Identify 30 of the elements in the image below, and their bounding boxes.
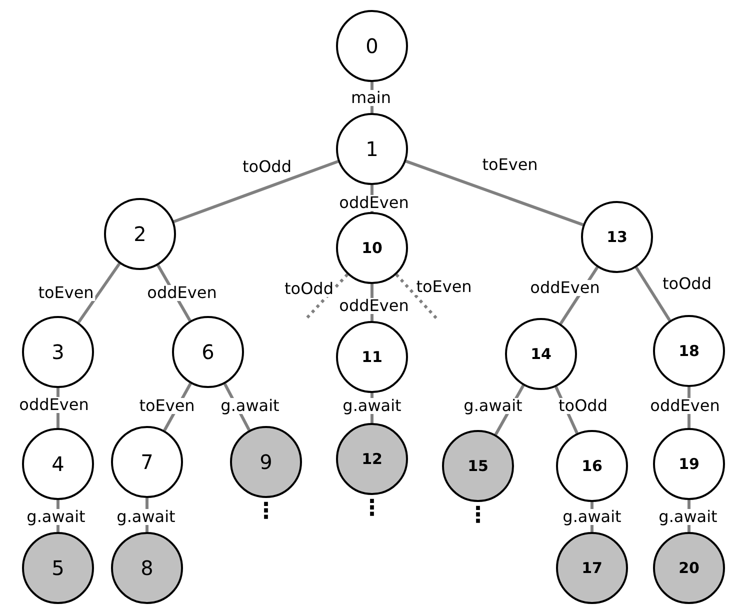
edge-label: toEven xyxy=(37,285,95,301)
edge-label: toOdd xyxy=(284,281,334,297)
edge-label: oddEven xyxy=(338,195,410,211)
edge-label: toEven xyxy=(138,398,196,414)
dotted-line xyxy=(395,274,440,322)
edge-label: g.await xyxy=(658,509,718,525)
edge-label: oddEven xyxy=(529,280,601,296)
edge-label: g.await xyxy=(342,398,402,414)
ellipsis-dots: ⋮ xyxy=(361,498,383,520)
ellipsis-dots: ⋮ xyxy=(255,501,277,523)
edge-label: oddEven xyxy=(649,398,721,414)
edge-label: oddEven xyxy=(146,285,218,301)
edge-line xyxy=(77,262,121,324)
edge-label: toOdd xyxy=(242,159,292,175)
edge-label: g.await xyxy=(220,398,280,414)
ellipsis-dots: ⋮ xyxy=(467,505,489,527)
edge-label: g.await xyxy=(116,509,176,525)
dotted-line xyxy=(304,273,349,322)
edge-label: toEven xyxy=(415,279,473,295)
edge-label: toOdd xyxy=(662,276,712,292)
edge-label: main xyxy=(350,90,392,106)
edge-label: oddEven xyxy=(338,298,410,314)
edge-line xyxy=(173,160,339,224)
edge-label: toOdd xyxy=(558,398,608,414)
edge-label: g.await xyxy=(26,509,86,525)
edge-label: toEven xyxy=(481,157,539,173)
edge-label: oddEven xyxy=(18,397,90,413)
edge-label: g.await xyxy=(462,398,524,414)
edge-label: g.await xyxy=(562,509,622,525)
edge-line xyxy=(634,266,672,322)
